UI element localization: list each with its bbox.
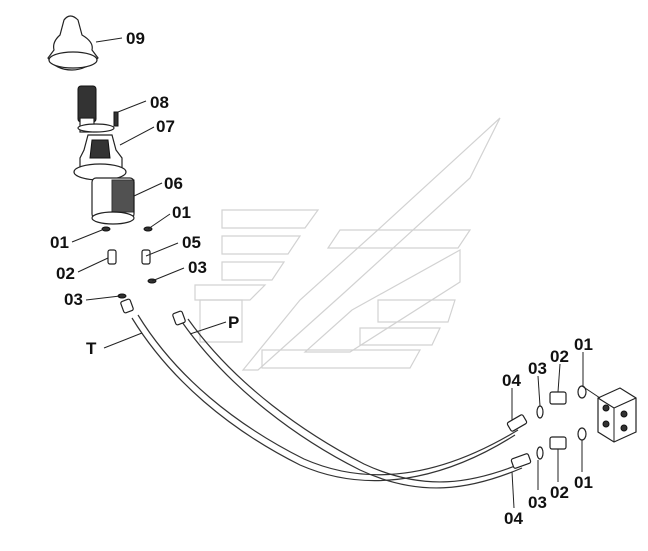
callout-02-bottom: 02 [550,483,569,502]
callout-05: 05 [182,233,201,252]
callout-03-right: 03 [188,258,207,277]
callout-02-left: 02 [56,264,75,283]
port-block [597,387,637,443]
joystick-lever [77,85,115,133]
callout-03-bottom: 03 [528,493,547,512]
leader-lines [71,37,601,509]
hose-t-line [131,314,519,482]
callout-labels: 09 08 07 06 01 05 03 01 02 03 P T 04 03 … [50,29,593,528]
rubber-boot [47,15,99,71]
watermark-logo [194,117,501,371]
hose-end-fittings [506,385,587,469]
callout-04-top: 04 [502,371,521,390]
hose-p-line [181,318,526,489]
callout-01-right: 01 [172,203,191,222]
callout-07: 07 [156,117,175,136]
callout-01-left: 01 [50,233,69,252]
callout-04-bottom: 04 [504,509,523,528]
screw [113,111,119,127]
callout-03-left: 03 [64,290,83,309]
callout-08: 08 [150,93,169,112]
callout-02-top: 02 [550,347,569,366]
port-label-t: T [86,339,97,358]
left-fitting-stack [101,226,134,314]
port-label-p: P [228,313,239,332]
callout-01-top: 01 [574,335,593,354]
control-head [73,134,127,181]
valve-body [91,177,135,225]
callout-06: 06 [164,174,183,193]
callout-09: 09 [126,29,145,48]
callout-01-bottom: 01 [574,473,593,492]
callout-03-top: 03 [528,359,547,378]
right-fitting-stack [141,226,186,326]
